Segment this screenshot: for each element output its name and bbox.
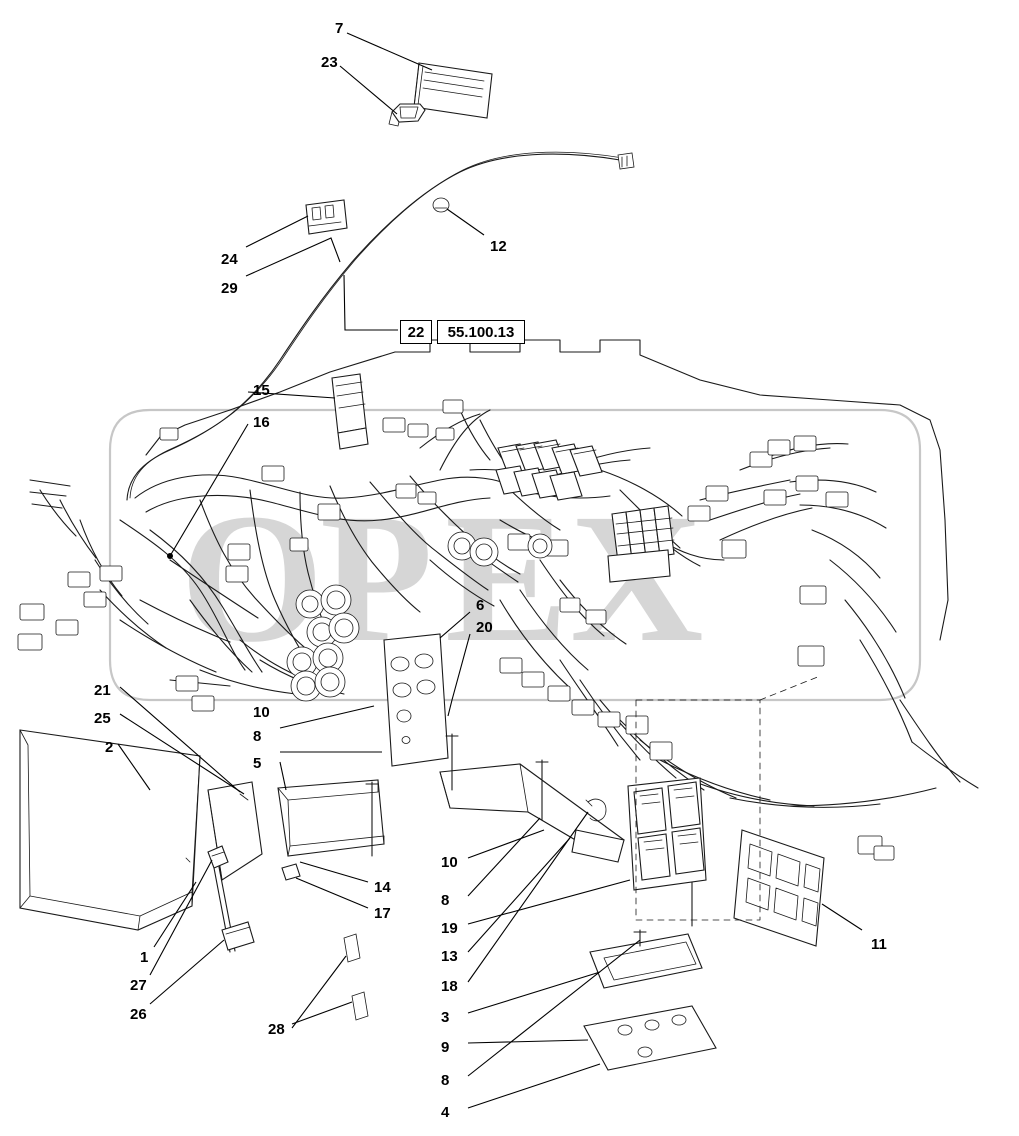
callout-12: 12 <box>490 238 507 255</box>
callout-27: 27 <box>130 977 147 994</box>
callout-8-upper: 8 <box>253 728 262 745</box>
callout-10-upper: 10 <box>253 704 270 721</box>
callout-11: 11 <box>871 936 887 953</box>
callout-15: 15 <box>253 382 270 399</box>
callout-1: 1 <box>140 949 149 966</box>
callout-23: 23 <box>321 54 338 71</box>
callout-13: 13 <box>441 948 458 965</box>
callout-10-lower: 10 <box>441 854 458 871</box>
callout-4: 4 <box>441 1104 450 1121</box>
callout-18: 18 <box>441 978 458 995</box>
reference-box-55-100-13-label: 55.100.13 <box>447 323 515 341</box>
callout-29: 29 <box>221 280 238 297</box>
callout-24: 24 <box>221 251 238 268</box>
callout-14: 14 <box>374 879 391 896</box>
reference-box-22-label: 22 <box>407 323 425 341</box>
callout-16: 16 <box>253 414 270 431</box>
callout-5: 5 <box>253 755 262 772</box>
callout-19: 19 <box>441 920 458 937</box>
callout-20: 20 <box>476 619 493 636</box>
callout-28: 28 <box>268 1021 285 1038</box>
reference-box-22: 22 <box>400 320 432 344</box>
reference-box-55-100-13: 55.100.13 <box>437 320 525 344</box>
callout-8-mid: 8 <box>441 892 450 909</box>
callout-3: 3 <box>441 1009 450 1026</box>
callout-2: 2 <box>105 739 114 756</box>
callout-25: 25 <box>94 710 111 727</box>
callout-6: 6 <box>476 597 485 614</box>
callout-9: 9 <box>441 1039 450 1056</box>
callout-7: 7 <box>335 20 344 37</box>
callout-21: 21 <box>94 682 111 699</box>
callout-17: 17 <box>374 905 391 922</box>
svg-text:E: E <box>445 476 568 681</box>
callout-26: 26 <box>130 1006 147 1023</box>
callout-8-lower: 8 <box>441 1072 450 1089</box>
